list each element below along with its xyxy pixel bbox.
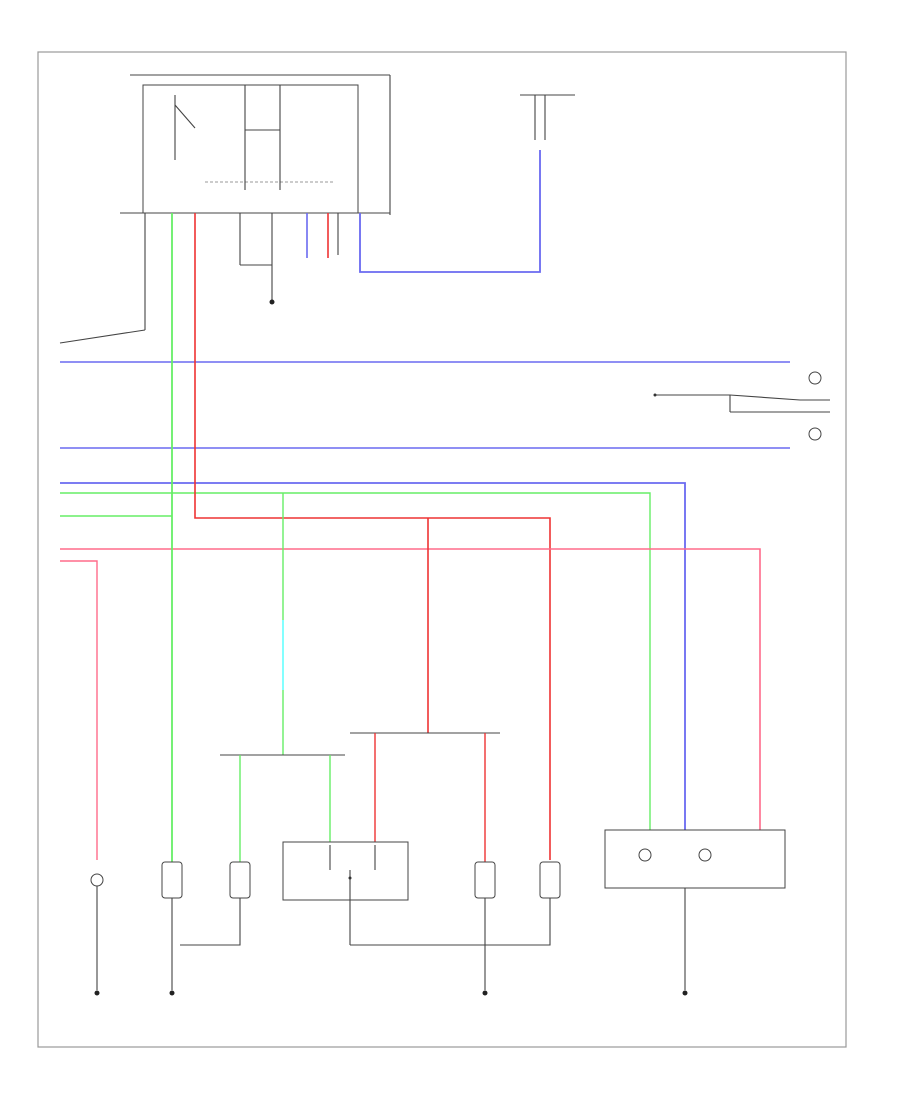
ground-icon <box>269 299 275 305</box>
wire-blue-loop <box>359 150 541 273</box>
ground-icon <box>682 990 688 996</box>
lamp-left-3 <box>180 861 251 946</box>
wire-pink-left <box>60 560 98 860</box>
center-switch-box <box>282 841 409 945</box>
diagram-frame <box>37 51 847 1048</box>
bulb-icon <box>638 848 652 862</box>
lamp-left-2 <box>161 861 183 996</box>
bulb-icon <box>698 848 712 862</box>
right-combination-module <box>604 829 786 996</box>
ground-icon <box>169 990 175 996</box>
right-side-lamps <box>653 371 830 441</box>
top-right-switch <box>520 94 575 140</box>
lamp-left-1 <box>90 873 104 996</box>
module-connector-pins <box>59 213 339 344</box>
bulb-icon <box>808 371 822 385</box>
wire-green-bus <box>60 492 651 830</box>
lamp-right-1 <box>474 861 496 996</box>
lamp-right-2 <box>350 861 561 946</box>
bulb-icon <box>808 427 822 441</box>
wire-red-bus <box>194 213 551 860</box>
ground-icon <box>482 990 488 996</box>
ground-icon <box>94 990 100 996</box>
top-control-module <box>120 74 391 215</box>
wire-pink-bus <box>60 548 761 830</box>
wire-blue-bus-3 <box>60 482 686 830</box>
bulb-icon <box>90 873 104 887</box>
